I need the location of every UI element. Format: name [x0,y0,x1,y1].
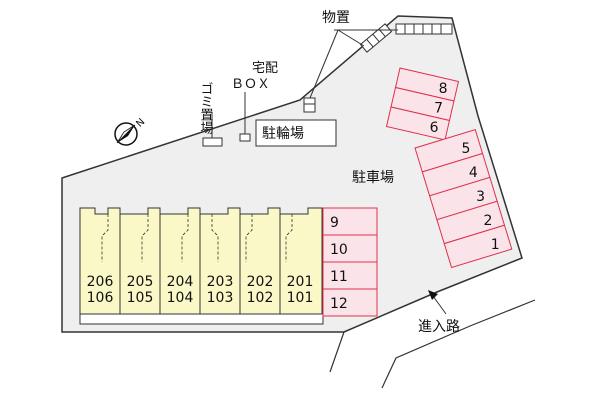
bicycle-label: 駐輪場 [262,125,304,142]
parking-spot-number: 1 [491,237,500,253]
unit-label-upper: 201 [287,274,314,290]
unit-label-lower: 106 [87,290,114,306]
parking-right-group: 8 7 6 5 4 3 2 1 [385,67,513,269]
unit-label-upper: 202 [247,274,274,290]
parking-spot-number: 2 [483,213,492,229]
unit-label-upper: 203 [207,274,234,290]
parking-spot [322,207,378,236]
storage-label: 物置 [322,10,350,26]
parking-spot-number: 7 [434,101,443,117]
parking-spot [385,106,451,141]
road-edge-1 [329,331,345,373]
delivery-label-line2: ＢＯＸ [231,77,270,92]
parking-spot-number: 3 [476,189,485,205]
parking-spot-number: 10 [330,242,348,258]
bicycle-parking-box [255,119,337,147]
parking-left-group: 9 10 11 12 [322,207,378,317]
parking-spot-number: 11 [330,269,348,285]
entrance-arrow [428,290,447,315]
leader-lines [211,29,398,138]
unit-label-upper: 204 [167,274,194,290]
parking-spot-number: 12 [330,296,348,312]
parking-spot-number: 9 [330,215,339,231]
unit-label-upper: 205 [127,274,154,290]
parking-label: 駐車場 [352,169,394,186]
unit-label-lower: 102 [247,290,274,306]
unit-label-lower: 103 [207,290,234,306]
parking-spot [322,288,378,317]
parking-strip: 8 7 6 [385,67,460,141]
storage-shed-top [395,23,453,35]
garbage-area-box [202,137,223,147]
road-edge-2 [381,299,536,389]
delivery-label-line1: 宅配 [252,61,278,76]
building-base-strip [79,313,324,325]
parking-spot-number: 5 [462,141,471,157]
entrance-label: 進入路 [418,319,460,335]
parking-spot [443,224,513,269]
compass-north-label: N [134,117,147,130]
parking-spot-number: 6 [430,120,439,136]
unit-label-lower: 104 [167,290,194,306]
garbage-label: ゴミ置場 [198,82,214,134]
storage-shed-diagonal [359,23,393,53]
storage-small-box [303,97,316,113]
unit-label-lower: 105 [127,290,154,306]
unit-label-upper: 206 [87,274,114,290]
compass-icon: N [114,117,147,146]
parking-spot-number: 4 [469,165,478,181]
parking-strip: 5 4 3 2 1 [414,128,513,269]
unit-label-lower: 101 [287,290,314,306]
delivery-box [239,133,251,142]
parking-spot [322,261,378,290]
parking-spot-number: 8 [439,81,448,97]
